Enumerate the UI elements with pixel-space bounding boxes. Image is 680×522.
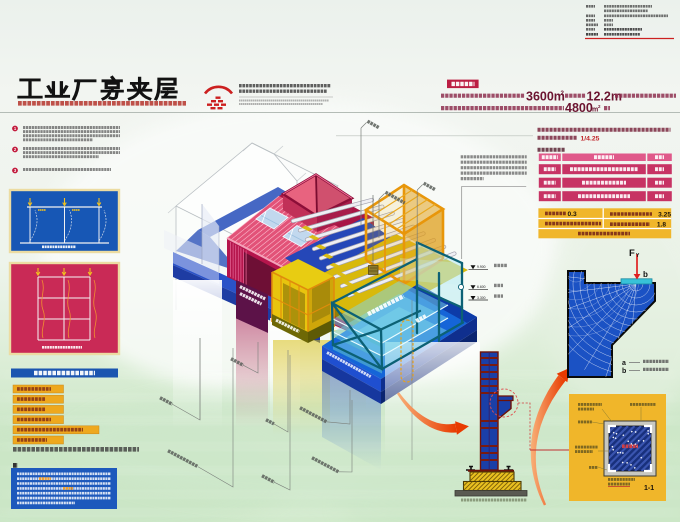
svg-text:3.25: 3.25 — [658, 212, 671, 219]
svg-text:0.3: 0.3 — [568, 211, 577, 218]
svg-text:2: 2 — [561, 90, 565, 97]
svg-text:6.600: 6.600 — [477, 285, 486, 289]
svg-text:2: 2 — [14, 147, 17, 152]
svg-text:b: b — [643, 270, 648, 279]
svg-text:m: m — [592, 107, 598, 114]
svg-text:b: b — [622, 368, 626, 375]
svg-text:12.2m: 12.2m — [587, 89, 622, 103]
svg-text:3: 3 — [14, 168, 17, 173]
svg-text:2: 2 — [598, 104, 601, 109]
svg-text:1.8: 1.8 — [657, 222, 666, 229]
svg-text:3600m: 3600m — [526, 89, 565, 103]
svg-text:3.300: 3.300 — [477, 296, 486, 300]
svg-text:F: F — [629, 248, 635, 259]
svg-text:1: 1 — [14, 126, 17, 131]
svg-text:1/4.25: 1/4.25 — [581, 135, 600, 142]
svg-text:a: a — [622, 360, 626, 367]
svg-text:4800: 4800 — [565, 101, 593, 115]
svg-text:9.900: 9.900 — [477, 265, 486, 269]
svg-text:1-1: 1-1 — [644, 485, 654, 492]
svg-text:Y: Y — [636, 253, 640, 259]
